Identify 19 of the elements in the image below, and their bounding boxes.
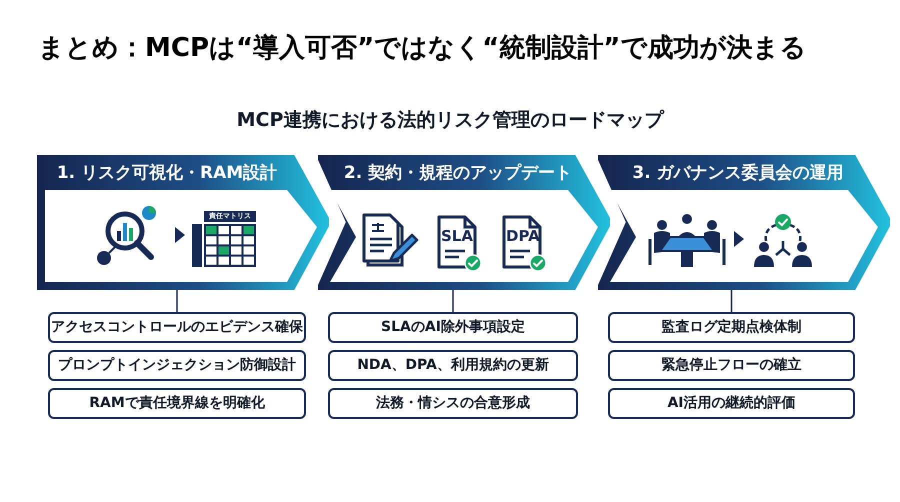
document-label: DPA xyxy=(506,229,540,244)
connector-line xyxy=(452,290,454,312)
action-item-box: アクセスコントロールのエビデンス確保 xyxy=(48,312,306,343)
page-title: まとめ：MCPは“導入可否”ではなく“統制設計”で成功が決まる xyxy=(38,32,806,65)
action-item-box: NDA、DPA、利用規約の更新 xyxy=(328,350,578,381)
action-item-box: 緊急停止フローの確立 xyxy=(608,350,855,381)
action-item-box: 法務・情シスの合意形成 xyxy=(328,388,578,419)
action-item-box: RAMで責任境界線を明確化 xyxy=(48,388,306,419)
stage-heading: 2. 契約・規程のアップデート xyxy=(342,162,574,185)
action-item-box: SLAのAI除外事項設定 xyxy=(328,312,578,343)
stage-heading: 1. リスク可視化・RAM設計 xyxy=(56,162,278,185)
action-item-box: AI活用の継続的評価 xyxy=(608,388,855,419)
subtitle: MCP連携における法的リスク管理のロードマップ xyxy=(236,108,666,133)
action-item-box: 監査ログ定期点検体制 xyxy=(608,312,855,343)
connector-line xyxy=(176,290,178,312)
connector-line xyxy=(730,290,732,312)
document-label: SLA xyxy=(441,229,473,244)
action-item-box: プロンプトインジェクション防御設計 xyxy=(48,350,306,381)
stage-heading: 3. ガバナンス委員会の運用 xyxy=(631,162,845,185)
